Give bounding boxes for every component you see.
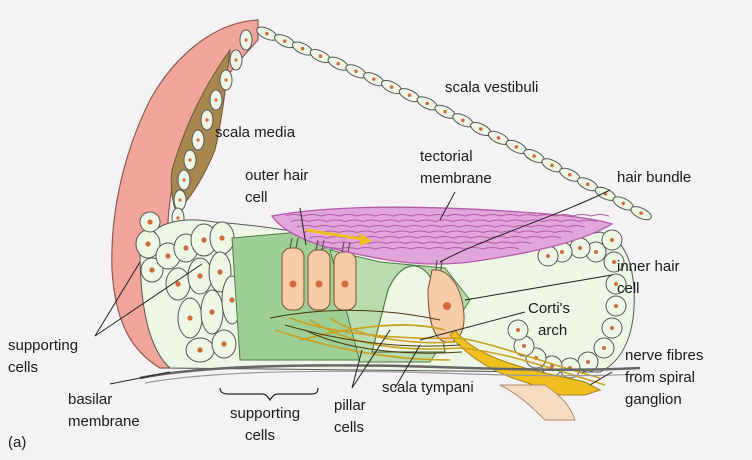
- nucleus: [425, 102, 429, 106]
- nucleus: [283, 39, 287, 43]
- nucleus: [197, 273, 202, 278]
- outer-hair-cell: [282, 248, 304, 310]
- nucleus: [188, 158, 191, 161]
- nucleus: [568, 173, 572, 177]
- label-hair-bundle: hair bundle: [617, 169, 691, 186]
- label-nerve-3: ganglion: [625, 391, 682, 408]
- label-basilar-2: membrane: [68, 413, 140, 430]
- nucleus: [219, 235, 224, 240]
- label-tectorial-1: tectorial: [420, 148, 473, 165]
- nucleus: [244, 38, 247, 41]
- nucleus: [145, 241, 150, 246]
- label-outer-hair-1: outer hair: [245, 167, 308, 184]
- nucleus: [182, 178, 185, 181]
- nucleus: [336, 62, 340, 66]
- reissners-membrane: [255, 24, 653, 222]
- label-nerve-2: from spiral: [625, 369, 695, 386]
- label-scala-tympani: scala tympani: [382, 379, 474, 396]
- nucleus: [209, 309, 214, 314]
- nucleus: [187, 315, 192, 320]
- nucleus: [443, 302, 451, 310]
- label-nerve-1: nerve fibres: [625, 347, 703, 364]
- nucleus: [205, 118, 208, 121]
- nucleus: [147, 219, 152, 224]
- nucleus: [217, 269, 222, 274]
- label-scala-media: scala media: [215, 124, 296, 141]
- label-supporting-left-2: cells: [8, 359, 38, 376]
- label-supporting-bottom-2: cells: [245, 427, 275, 444]
- nucleus: [197, 347, 202, 352]
- nucleus: [149, 267, 154, 272]
- nucleus: [610, 238, 614, 242]
- label-cortis-2: arch: [538, 322, 567, 339]
- nucleus: [639, 211, 643, 215]
- outer-hair-cells: [282, 248, 356, 310]
- nucleus: [497, 136, 501, 140]
- nucleus: [586, 182, 590, 186]
- label-cortis-1: Corti's: [528, 300, 570, 317]
- nucleus: [196, 138, 199, 141]
- nucleus: [229, 297, 234, 302]
- label-scala-vestibuli: scala vestibuli: [445, 79, 538, 96]
- label-outer-hair-2: cell: [245, 189, 268, 206]
- nucleus: [221, 341, 226, 346]
- nucleus: [479, 127, 483, 131]
- nucleus: [515, 145, 519, 149]
- nucleus: [522, 344, 526, 348]
- nucleus: [372, 77, 376, 81]
- nucleus: [214, 98, 217, 101]
- label-supporting-bottom-1: supporting: [230, 405, 300, 422]
- nucleus: [176, 216, 179, 219]
- nucleus: [594, 250, 598, 254]
- nucleus: [175, 281, 180, 286]
- nucleus: [578, 246, 582, 250]
- nucleus: [408, 93, 412, 97]
- nucleus: [546, 254, 550, 258]
- nucleus: [516, 328, 520, 332]
- nucleus: [602, 346, 606, 350]
- nucleus: [390, 85, 394, 89]
- label-inner-hair-2: cell: [617, 280, 640, 297]
- nucleus: [265, 32, 269, 36]
- nucleus: [224, 78, 227, 81]
- nucleus: [461, 118, 465, 122]
- nucleus: [234, 58, 237, 61]
- nucleus: [621, 202, 625, 206]
- nucleus: [201, 237, 206, 242]
- nucleus: [342, 281, 349, 288]
- nucleus: [614, 304, 618, 308]
- nucleus: [178, 198, 181, 201]
- label-tectorial-2: membrane: [420, 170, 492, 187]
- panel-tag: (a): [8, 434, 26, 451]
- nucleus: [532, 154, 536, 158]
- nucleus: [301, 47, 305, 51]
- supporting-cells-brace: [220, 388, 318, 400]
- label-basilar-1: basilar: [68, 391, 112, 408]
- nucleus: [290, 281, 297, 288]
- nucleus: [586, 360, 590, 364]
- nucleus: [354, 70, 358, 74]
- nucleus: [316, 281, 323, 288]
- label-pillar-1: pillar: [334, 397, 366, 414]
- nucleus: [612, 260, 616, 264]
- nucleus: [550, 164, 554, 168]
- nucleus: [183, 245, 188, 250]
- nucleus: [165, 253, 170, 258]
- outer-hair-cell: [308, 250, 330, 310]
- nucleus: [319, 54, 323, 58]
- label-supporting-left-1: supporting: [8, 337, 78, 354]
- nucleus: [560, 250, 564, 254]
- label-inner-hair-1: inner hair: [617, 258, 680, 275]
- nucleus: [610, 326, 614, 330]
- label-pillar-2: cells: [334, 419, 364, 436]
- nucleus: [443, 110, 447, 114]
